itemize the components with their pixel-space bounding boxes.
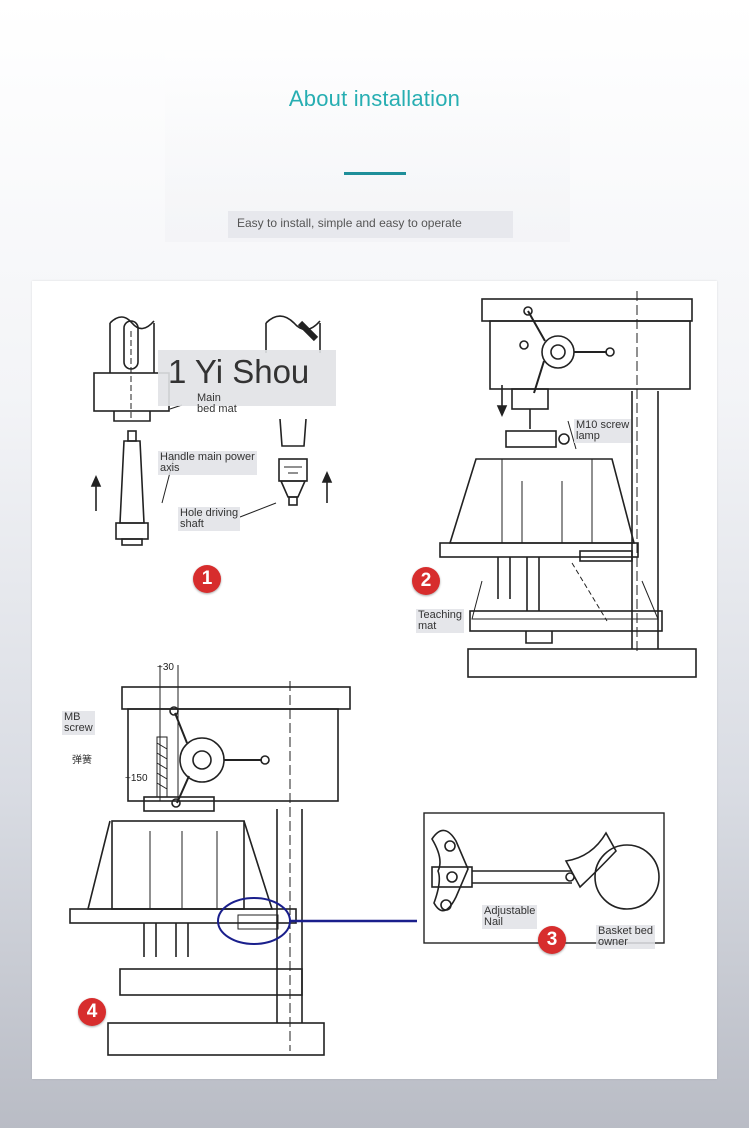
label-basket-bed-owner: Basket bed owner: [596, 925, 656, 949]
dimension-30: ~30: [157, 662, 174, 673]
label-adjustable-nail: Adjustable Nail: [482, 905, 538, 929]
header-panel: [165, 52, 570, 242]
page-title: About installation: [288, 86, 461, 111]
dimension-150: ~150: [125, 773, 148, 784]
installation-diagram-card: [32, 281, 717, 1079]
step-badge-2: 2: [412, 567, 440, 595]
installation-diagram: [69, 291, 697, 1056]
step-badge-1: 1: [193, 565, 221, 593]
step-badge-4: 4: [78, 998, 106, 1026]
step-badge-3: 3: [538, 926, 566, 954]
panel-3-adjustable-nail-detail: [423, 812, 665, 944]
label-hole-driving-shaft: Hole driving shaft: [178, 507, 241, 531]
watermark-background: [158, 350, 336, 406]
title-underline: [344, 172, 406, 175]
label-teaching-mat: Teaching mat: [416, 609, 465, 633]
label-mb-screw: MB screw: [62, 711, 95, 735]
panel-4-drill-press-front-view: [69, 665, 417, 1056]
label-m10-screw-lamp: M10 screw lamp: [574, 419, 632, 443]
page-subtitle: Easy to install, simple and easy to oper…: [237, 216, 462, 230]
subtitle-background: [228, 211, 513, 238]
label-main-bed-mat: Main bed mat: [197, 392, 237, 415]
panel-2-drill-press-side-view: [439, 291, 697, 678]
label-handle-main-power-axis: Handle main power axis: [158, 451, 257, 475]
watermark-text: 1 Yi Shou: [168, 353, 310, 390]
label-spring: 弹簧: [72, 755, 92, 766]
